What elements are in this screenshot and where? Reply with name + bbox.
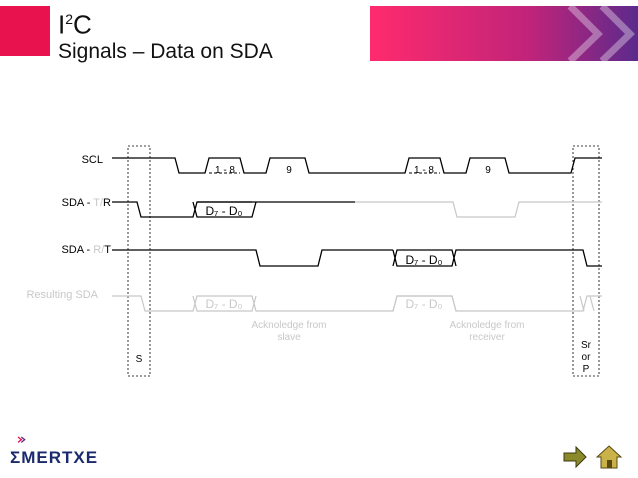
stop-condition-box (572, 145, 600, 377)
resulting-data-label-1: D₇ - D₀ (205, 297, 242, 311)
sda-tr-faded-waveform (355, 201, 602, 218)
stop-condition-label-3: P (583, 364, 590, 375)
sda-rt-label: SDA - R/T (61, 244, 111, 256)
home-icon[interactable] (596, 444, 622, 470)
chevron-icon (567, 6, 635, 61)
stop-condition-label-1: Sr (581, 340, 592, 351)
start-condition-box (127, 145, 151, 377)
ack-receiver-note-line2: receiver (469, 332, 505, 343)
stop-condition-label-2: or (582, 352, 592, 363)
sda-rt-data-label: D₇ - D₀ (405, 253, 442, 267)
next-arrow-icon[interactable] (563, 446, 587, 468)
sda-tr-data-label: D₇ - D₀ (205, 204, 242, 218)
ack-receiver-note-line1: Acknoledge from (449, 320, 524, 331)
resulting-sda-waveform (112, 295, 602, 312)
start-condition-label: S (136, 354, 143, 365)
header-banner (370, 6, 638, 61)
scl-pulse-bits-1: 1 - 8 (215, 165, 235, 176)
ack-slave-note-line1: Acknoledge from (251, 320, 326, 331)
resulting-data-label-2: D₇ - D₀ (405, 297, 442, 311)
scl-waveform (112, 157, 602, 174)
accent-bar (0, 6, 50, 56)
slide-subtitle: Signals – Data on SDA (58, 40, 273, 63)
emertxe-logo-icon (17, 436, 26, 443)
scl-label: SCL (82, 154, 103, 166)
scl-pulse-ack-1: 9 (286, 165, 292, 176)
ack-slave-note-line2: slave (277, 332, 301, 343)
sda-rt-waveform (112, 249, 393, 267)
footer-logo: ΣMERTXE (10, 448, 99, 467)
sda-tr-label: SDA - T/R (62, 197, 111, 209)
resulting-sda-label: Resulting SDA (26, 289, 98, 301)
scl-pulse-ack-2: 9 (485, 165, 491, 176)
scl-pulse-bits-2: 1 - 8 (414, 165, 434, 176)
slide-title: I2C (58, 9, 92, 40)
